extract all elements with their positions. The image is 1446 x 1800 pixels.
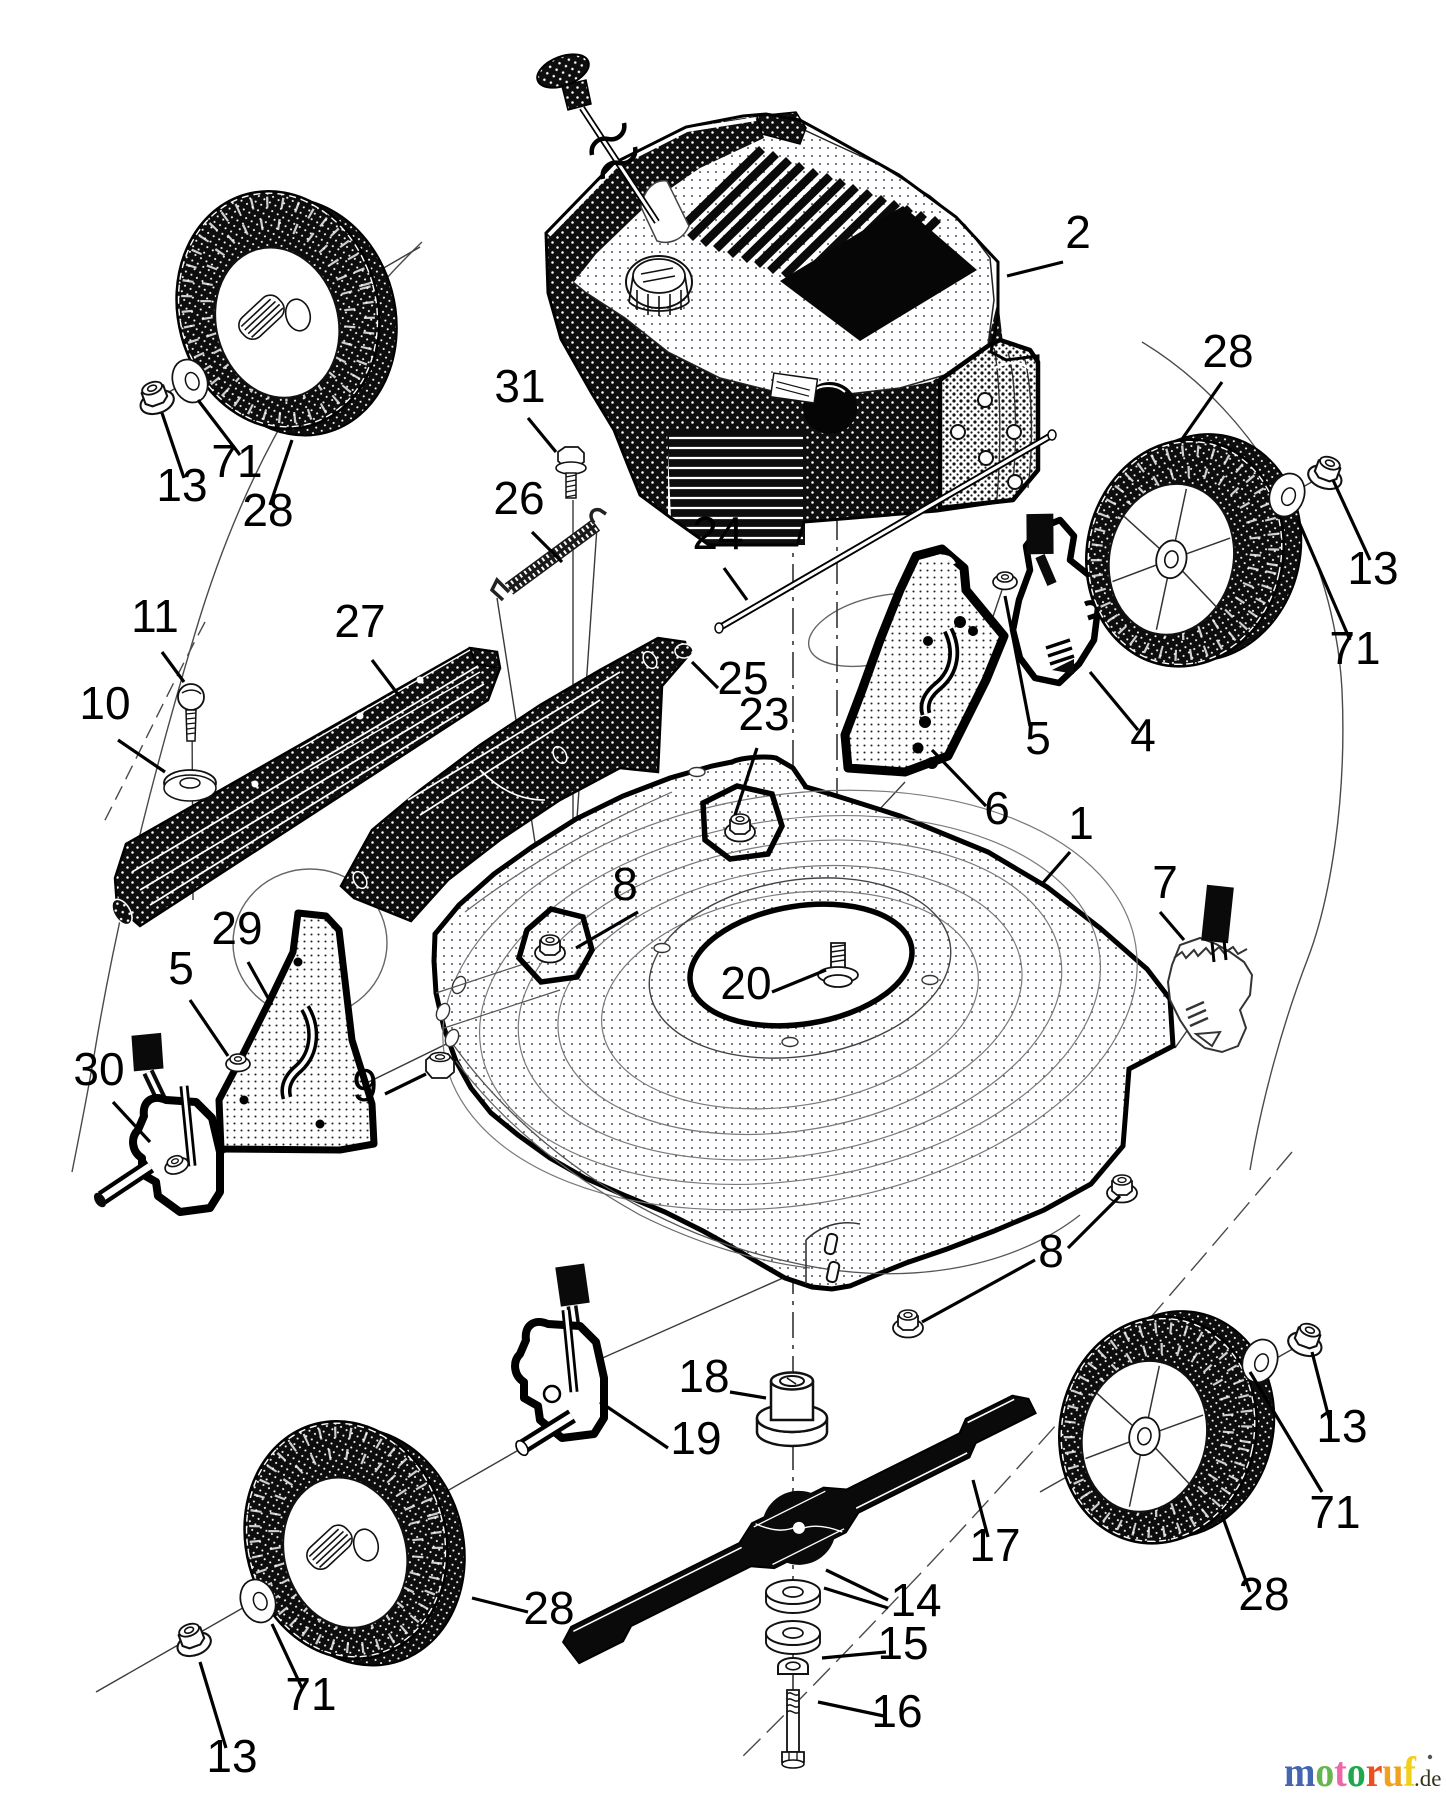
svg-text:5: 5 [168, 942, 194, 994]
svg-text:28: 28 [1202, 325, 1253, 377]
svg-text:13: 13 [156, 459, 207, 511]
svg-text:27: 27 [334, 595, 385, 647]
svg-text:25: 25 [717, 652, 768, 704]
svg-text:29: 29 [211, 902, 262, 954]
svg-text:6: 6 [984, 782, 1010, 834]
svg-text:28: 28 [523, 1582, 574, 1634]
svg-text:24: 24 [692, 507, 743, 559]
svg-text:20: 20 [720, 957, 771, 1009]
svg-text:13: 13 [1316, 1400, 1367, 1452]
svg-text:11: 11 [131, 590, 179, 642]
svg-text:motoruf: motoruf [1284, 1750, 1417, 1796]
svg-text:18: 18 [678, 1350, 729, 1402]
svg-text:30: 30 [73, 1043, 124, 1095]
svg-text:14: 14 [890, 1574, 941, 1626]
svg-text:8: 8 [1038, 1225, 1064, 1277]
svg-text:13: 13 [206, 1730, 257, 1782]
svg-text:28: 28 [1238, 1568, 1289, 1620]
svg-text:26: 26 [493, 472, 544, 524]
svg-text:10: 10 [79, 677, 130, 729]
svg-text:71: 71 [211, 435, 262, 487]
svg-text:1: 1 [1068, 797, 1094, 849]
svg-text:7: 7 [1152, 856, 1178, 908]
svg-text:.de: .de [1414, 1766, 1441, 1791]
svg-text:2: 2 [1065, 206, 1091, 258]
svg-text:28: 28 [242, 484, 293, 536]
svg-text:71: 71 [1329, 622, 1380, 674]
svg-text:16: 16 [871, 1685, 922, 1737]
svg-text:5: 5 [1025, 712, 1051, 764]
svg-text:4: 4 [1130, 709, 1156, 761]
svg-text:71: 71 [285, 1668, 336, 1720]
svg-text:23: 23 [738, 688, 789, 740]
svg-text:17: 17 [969, 1519, 1020, 1571]
svg-text:71: 71 [1309, 1486, 1360, 1538]
svg-text:9: 9 [352, 1059, 378, 1111]
svg-text:19: 19 [670, 1412, 721, 1464]
svg-text:8: 8 [612, 858, 638, 910]
svg-text:15: 15 [877, 1617, 928, 1669]
svg-text:31: 31 [494, 360, 545, 412]
svg-text:13: 13 [1347, 542, 1398, 594]
